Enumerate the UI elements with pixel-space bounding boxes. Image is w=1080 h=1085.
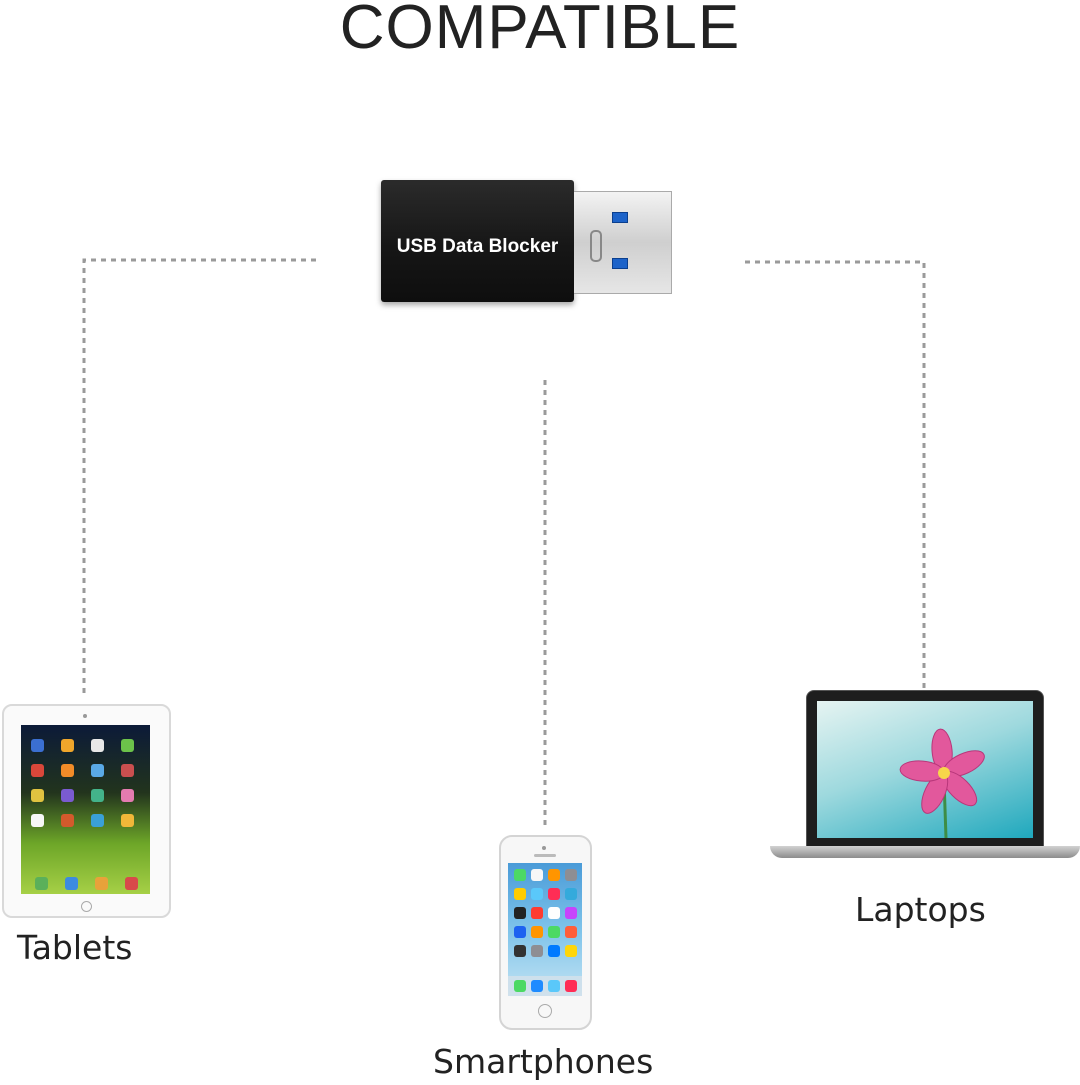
dock-app-icon <box>548 980 560 992</box>
usb-blocker-print: USB Data Blocker <box>396 236 559 257</box>
tablet-camera <box>83 714 87 718</box>
app-icon <box>548 926 560 938</box>
phone-dock <box>508 976 582 996</box>
app-icon <box>91 814 104 827</box>
usb-plug-connector <box>574 191 672 294</box>
flower-center <box>938 767 950 779</box>
usb-contact-window <box>612 258 628 269</box>
app-icon <box>61 789 74 802</box>
app-icon <box>514 945 526 957</box>
dock-app-icon <box>531 980 543 992</box>
app-icon <box>121 739 134 752</box>
phone-camera <box>542 846 546 850</box>
app-icon <box>61 814 74 827</box>
app-icon <box>121 814 134 827</box>
app-icon <box>565 888 577 900</box>
tablet-app-grid <box>31 739 134 827</box>
phone-app-grid <box>514 869 577 957</box>
app-icon <box>565 907 577 919</box>
app-icon <box>31 739 44 752</box>
app-icon <box>31 789 44 802</box>
app-icon <box>514 888 526 900</box>
app-icon <box>531 945 543 957</box>
usb-contact-window <box>612 212 628 223</box>
smartphones-label: Smartphones <box>433 1042 654 1081</box>
usb-blocker-housing: USB Data Blocker <box>381 180 574 302</box>
app-icon <box>548 869 560 881</box>
smartphone-icon <box>499 835 592 1030</box>
laptop-connector-line <box>745 260 926 688</box>
phone-dock-apps <box>514 980 577 992</box>
laptop-icon <box>806 690 1044 848</box>
app-icon <box>121 789 134 802</box>
app-icon <box>514 907 526 919</box>
laptop-base <box>770 846 1080 858</box>
tablet-home-button <box>81 901 92 912</box>
app-icon <box>548 945 560 957</box>
dock-app-icon <box>514 980 526 992</box>
app-icon <box>531 869 543 881</box>
dock-app-icon <box>95 877 108 890</box>
dock-app-icon <box>35 877 48 890</box>
phone-screen <box>508 863 582 996</box>
app-icon <box>548 907 560 919</box>
app-icon <box>531 926 543 938</box>
app-icon <box>31 814 44 827</box>
app-icon <box>514 869 526 881</box>
tablets-label: Tablets <box>17 928 133 967</box>
app-icon <box>531 888 543 900</box>
app-icon <box>565 945 577 957</box>
dock-app-icon <box>125 877 138 890</box>
app-icon <box>531 907 543 919</box>
tablet-icon <box>2 704 171 918</box>
app-icon <box>91 789 104 802</box>
app-icon <box>31 764 44 777</box>
usb-superspeed-icon <box>590 230 602 262</box>
page-title: COMPATIBLE <box>339 0 741 62</box>
flower-wallpaper <box>899 728 985 839</box>
tablet-screen <box>21 725 150 894</box>
app-icon <box>548 888 560 900</box>
app-icon <box>91 739 104 752</box>
tablet-dock <box>35 877 138 890</box>
app-icon <box>121 764 134 777</box>
app-icon <box>61 764 74 777</box>
phone-speaker <box>534 854 556 857</box>
app-icon <box>514 926 526 938</box>
tablet-connector-line <box>82 258 316 694</box>
app-icon <box>61 739 74 752</box>
laptops-label: Laptops <box>855 890 986 929</box>
dock-app-icon <box>65 877 78 890</box>
app-icon <box>91 764 104 777</box>
laptop-screen <box>817 701 1033 839</box>
app-icon <box>565 869 577 881</box>
dock-app-icon <box>565 980 577 992</box>
phone-home-button <box>538 1004 552 1018</box>
app-icon <box>565 926 577 938</box>
